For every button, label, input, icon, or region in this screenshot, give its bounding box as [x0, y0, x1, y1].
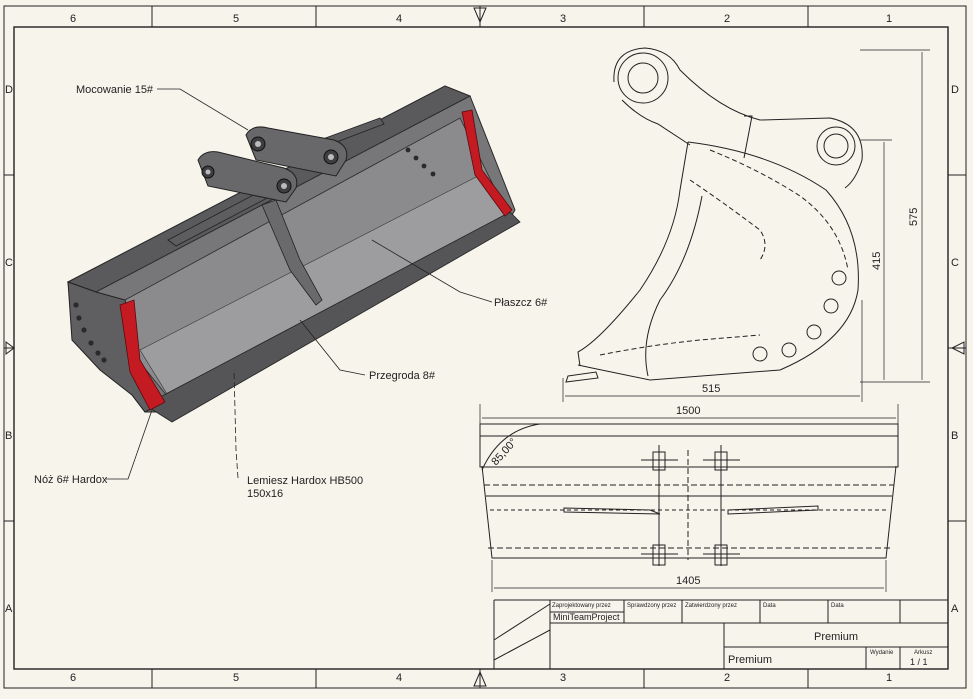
center-arrow-bottom [473, 670, 487, 687]
title-block [493, 599, 949, 670]
dim-side-height-inner: 415 [871, 252, 883, 270]
tb-designer: MiniTeamProject [553, 612, 620, 622]
top-view-dimensions [479, 404, 899, 592]
tb-approved-by-label: Zatwierdzony przez [685, 603, 737, 609]
center-arrow-right [950, 341, 965, 355]
zone-label-right-d: D [951, 84, 959, 96]
tb-subtitle: Premium [728, 654, 772, 666]
bucket-side-view [565, 47, 863, 383]
zone-label-bottom-5: 5 [233, 672, 239, 684]
tb-date-label-1: Data [763, 603, 776, 609]
zone-label-left-c: C [5, 257, 13, 269]
zone-label-bottom-1: 1 [886, 672, 892, 684]
dim-side-height-total: 575 [908, 208, 920, 226]
tb-title: Premium [814, 631, 858, 643]
zone-label-top-4: 4 [396, 13, 402, 25]
callout-lemiesz-line2: 150x16 [247, 488, 283, 500]
dim-bottom-width: 1405 [676, 575, 700, 587]
zone-label-top-2: 2 [724, 13, 730, 25]
bucket-isometric-view [66, 85, 521, 423]
zone-label-top-6: 6 [70, 13, 76, 25]
dim-side-width: 515 [702, 383, 720, 395]
hardox-side-blade-right [461, 109, 513, 217]
outer-frame [3, 5, 967, 689]
tb-sheet-value: 1 / 1 [910, 657, 928, 667]
callout-mocowanie: Mocowanie 15# [76, 84, 154, 96]
callout-lemiesz-line1: Lemiesz Hardox HB500 [247, 475, 363, 487]
zone-label-top-5: 5 [233, 13, 239, 25]
dim-angle: 85,00° [489, 436, 519, 468]
center-arrow-left [5, 341, 15, 355]
zone-label-left-b: B [5, 430, 12, 442]
zone-label-top-3: 3 [560, 13, 566, 25]
tb-edition-label: Wydanie [870, 650, 894, 656]
hardox-side-blade-left [119, 299, 166, 411]
zone-label-bottom-4: 4 [396, 672, 402, 684]
zone-label-right-a: A [951, 603, 959, 615]
tb-sheet-label: Arkusz [914, 650, 932, 656]
callout-leaders [106, 88, 493, 480]
callout-noz: Nóż 6# Hardox [34, 474, 108, 486]
tb-designed-by-label: Zaprojektowany przez [552, 603, 611, 609]
zone-label-right-b: B [951, 430, 958, 442]
dim-top-width: 1500 [676, 405, 700, 417]
zone-label-left-a: A [5, 603, 13, 615]
zone-label-bottom-6: 6 [70, 672, 76, 684]
zone-label-left-d: D [5, 84, 13, 96]
callout-przegroda: Przegroda 8# [369, 370, 436, 382]
zone-label-top-1: 1 [886, 13, 892, 25]
tb-date-label-2: Data [831, 603, 844, 609]
zone-label-bottom-3: 3 [560, 672, 566, 684]
zone-label-right-c: C [951, 257, 959, 269]
bucket-top-view [479, 423, 899, 566]
zone-label-bottom-2: 2 [724, 672, 730, 684]
callout-plaszcz: Płaszcz 6# [494, 297, 548, 309]
side-view-dimensions [562, 49, 930, 402]
tb-checked-by-label: Sprawdzony przez [627, 603, 676, 609]
